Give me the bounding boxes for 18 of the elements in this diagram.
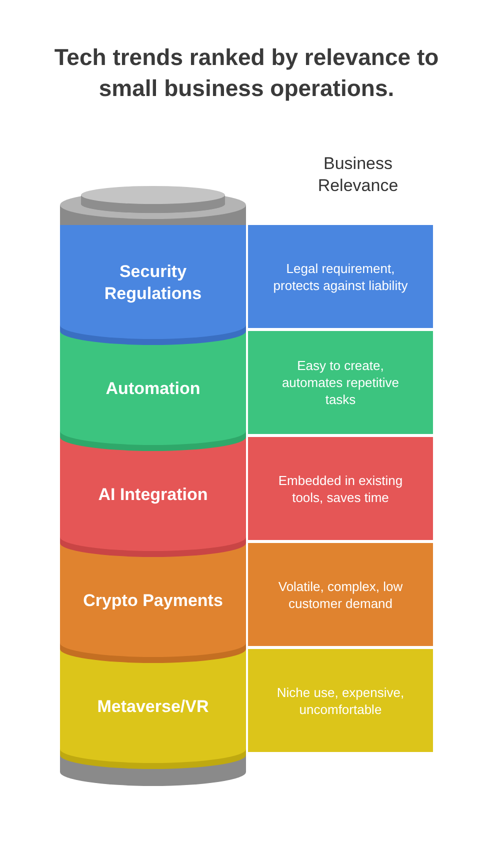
segment-label: AI Integration bbox=[97, 484, 209, 506]
description-box bbox=[248, 543, 433, 646]
diagram-title: Tech trends ranked by relevance to small business operations. bbox=[53, 43, 440, 103]
description-box bbox=[248, 437, 433, 540]
description-box bbox=[248, 331, 433, 434]
description-box bbox=[248, 649, 433, 752]
description-text: Legal requirement, protects against liability bbox=[272, 260, 409, 294]
description-box bbox=[248, 225, 433, 328]
column-heading: Business Relevance bbox=[316, 153, 400, 197]
segment-label: Crypto Payments bbox=[82, 590, 224, 612]
segment-label: Security Regulations bbox=[103, 261, 203, 305]
description-text: Easy to create, automates repetitive tasks bbox=[280, 357, 400, 408]
description-text: Volatile, complex, low customer demand bbox=[277, 578, 404, 612]
description-text: Niche use, expensive, uncomfortable bbox=[276, 684, 406, 718]
cylinder-segment bbox=[60, 225, 246, 345]
description-text: Embedded in existing tools, saves time bbox=[277, 472, 404, 506]
segment-label: Metaverse/VR bbox=[96, 696, 210, 718]
segment-label: Automation bbox=[104, 378, 202, 400]
